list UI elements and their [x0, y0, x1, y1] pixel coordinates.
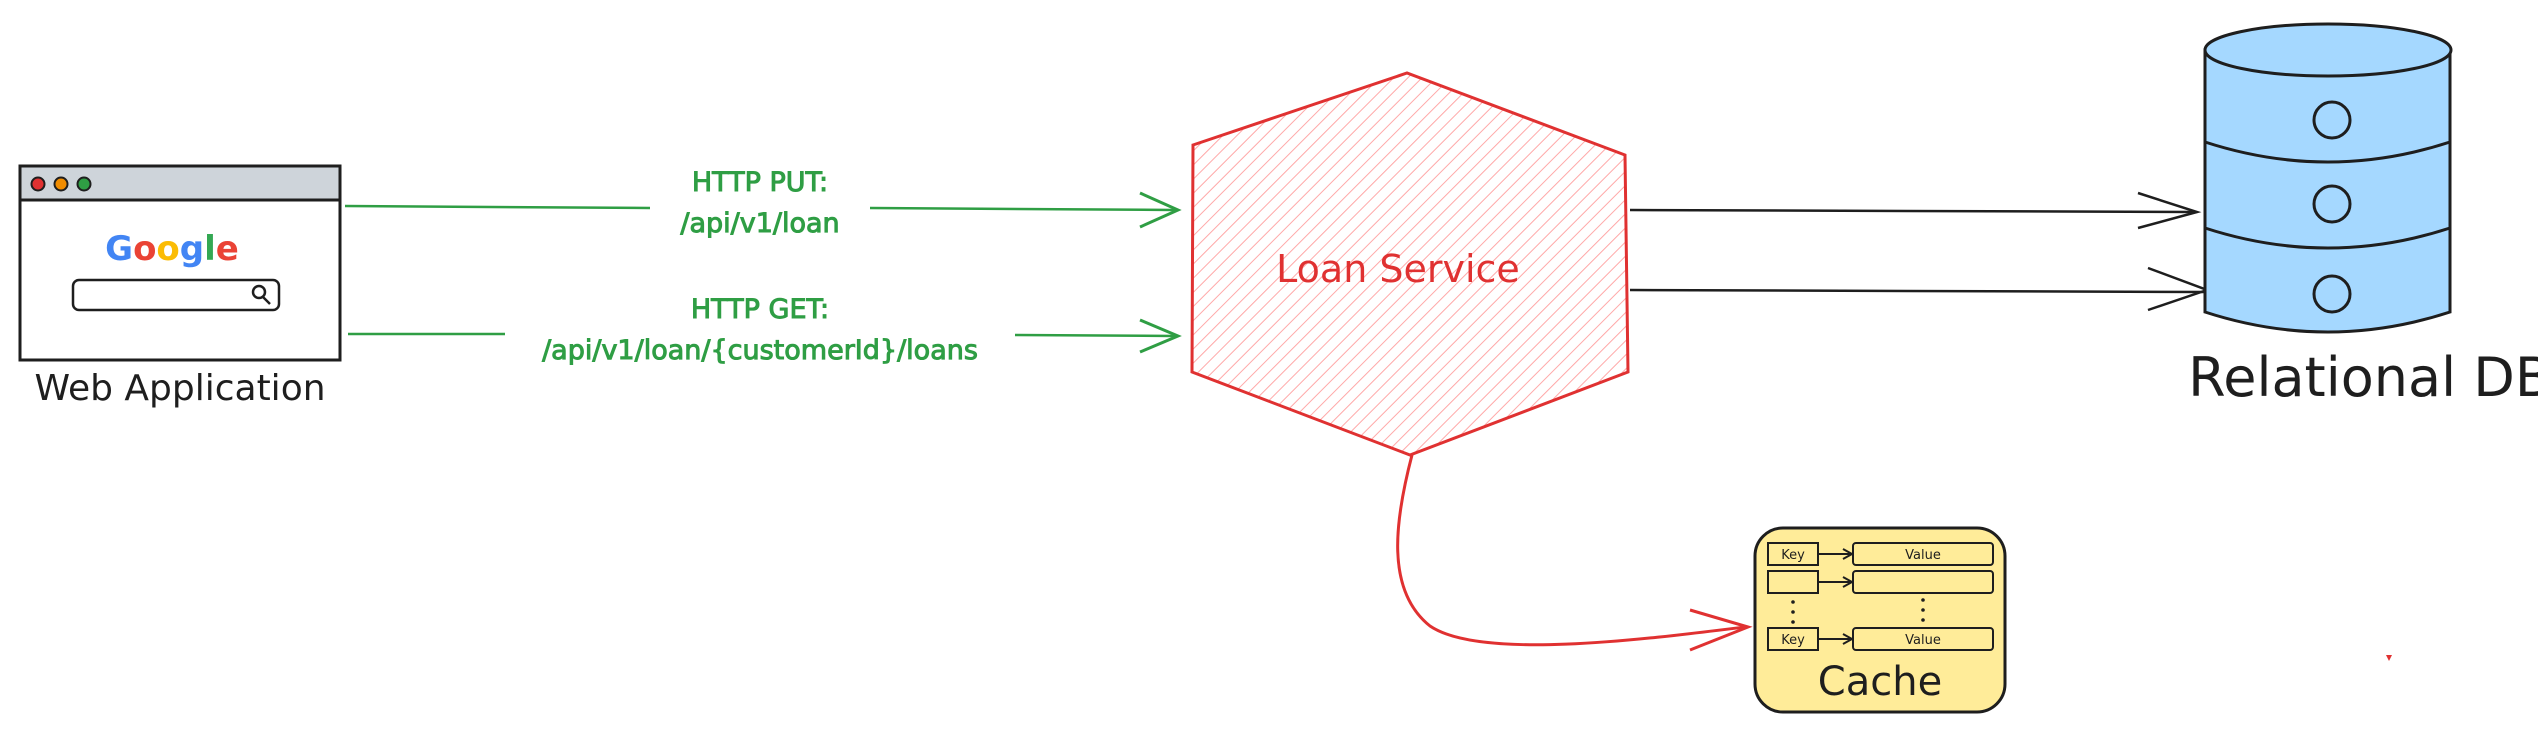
- db-divider-1: [2204, 140, 2451, 164]
- cache-value-cell: [1852, 542, 1994, 566]
- brand-letter-2: o: [133, 229, 156, 269]
- cache-node: Key Value Key Value Cache: [1753, 526, 2007, 714]
- minimize-light-icon: [53, 176, 69, 192]
- cache-edge: [1396, 454, 1753, 652]
- put-arrow-line: [344, 204, 1176, 212]
- cache-key-cell: [1767, 570, 1819, 594]
- cache-value-text: Value: [1905, 633, 1941, 648]
- close-light-icon: [30, 176, 46, 192]
- cache-value-cell: [1852, 627, 1994, 651]
- browser-titlebar: [18, 164, 342, 202]
- brand-letter-5: l: [204, 229, 216, 269]
- loan-service-label: Loan Service: [1276, 247, 1520, 291]
- brand-letter-1: G: [105, 229, 133, 269]
- cache-edge-line: [1396, 454, 1746, 647]
- put-arrow-head: [1139, 191, 1182, 229]
- db-cylinder-top: [2203, 22, 2453, 78]
- db-disk-2-icon: [2312, 184, 2352, 224]
- db-disk-1-icon: [2312, 100, 2352, 140]
- get-edge: HTTP GET: /api/v1/loan/{customerId}/loan…: [348, 294, 1182, 367]
- cache-ellipsis-dots: [1791, 598, 1925, 624]
- put-method-label: HTTP PUT:: [692, 167, 828, 198]
- put-edge: HTTP PUT: /api/v1/loan: [344, 167, 1182, 240]
- db-cylinder-body: [2203, 48, 2452, 334]
- cache-label: Cache: [1818, 659, 1942, 705]
- loan-service-hexagon: [1190, 71, 1630, 457]
- maximize-light-icon: [76, 176, 92, 192]
- brand-letter-4: g: [180, 229, 204, 269]
- search-icon: [251, 284, 271, 305]
- loan-service-node: Loan Service: [1190, 71, 1630, 457]
- brand-letter-3: o: [156, 229, 179, 269]
- web-application-label: Web Application: [34, 368, 325, 409]
- cache-key-text: Key: [1781, 633, 1805, 648]
- put-path-label: /api/v1/loan: [680, 208, 839, 239]
- stray-mark: [2386, 655, 2392, 661]
- db-edge-top: [1629, 191, 2202, 230]
- db-edge-top-line: [1629, 208, 2196, 214]
- db-divider-2: [2204, 226, 2451, 250]
- cache-edge-head: [1689, 608, 1753, 652]
- cache-value-text: Value: [1905, 548, 1941, 563]
- browser-brand-logo: Google: [105, 229, 239, 269]
- db-edge-top-head: [2137, 191, 2202, 230]
- get-path-label: /api/v1/loan/{customerId}/loans: [542, 335, 978, 366]
- db-edge-bottom-line: [1629, 288, 2206, 294]
- cache-key-text: Key: [1781, 548, 1805, 563]
- browser-search-input: [71, 278, 281, 312]
- db-disk-3-icon: [2312, 274, 2352, 314]
- get-arrow-line: [348, 332, 1176, 338]
- relational-db-node: Relational DB: [2188, 22, 2538, 409]
- get-arrow-head: [1139, 318, 1182, 354]
- db-edge-bottom: [1629, 266, 2211, 312]
- web-application-node: Google Web Application: [18, 164, 342, 409]
- cache-value-cell: [1852, 570, 1994, 594]
- db-edge-bottom-head: [2147, 266, 2211, 312]
- get-method-label: HTTP GET:: [691, 294, 829, 325]
- brand-letter-6: e: [216, 229, 239, 269]
- relational-db-label: Relational DB: [2188, 346, 2538, 409]
